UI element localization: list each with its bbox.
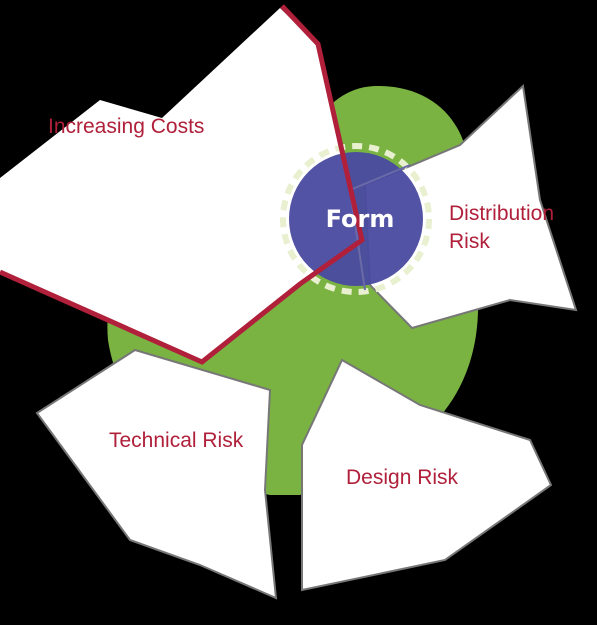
distribution-risk-panel <box>363 83 578 330</box>
form-label: Form <box>326 205 395 233</box>
increasing-costs-label: Increasing Costs <box>48 115 204 138</box>
technical-risk-label: Technical Risk <box>109 429 244 452</box>
increasing-costs-panel <box>0 8 360 362</box>
distribution-risk-label-line1: Distribution <box>449 202 554 225</box>
distribution-risk-label-line2: Risk <box>449 230 490 253</box>
increasing-costs-line <box>0 4 365 365</box>
form-circle-dashed-ring <box>280 143 432 295</box>
design-risk-panel <box>301 358 553 592</box>
design-risk-label: Design Risk <box>346 466 459 489</box>
technical-risk-panel <box>35 348 278 600</box>
